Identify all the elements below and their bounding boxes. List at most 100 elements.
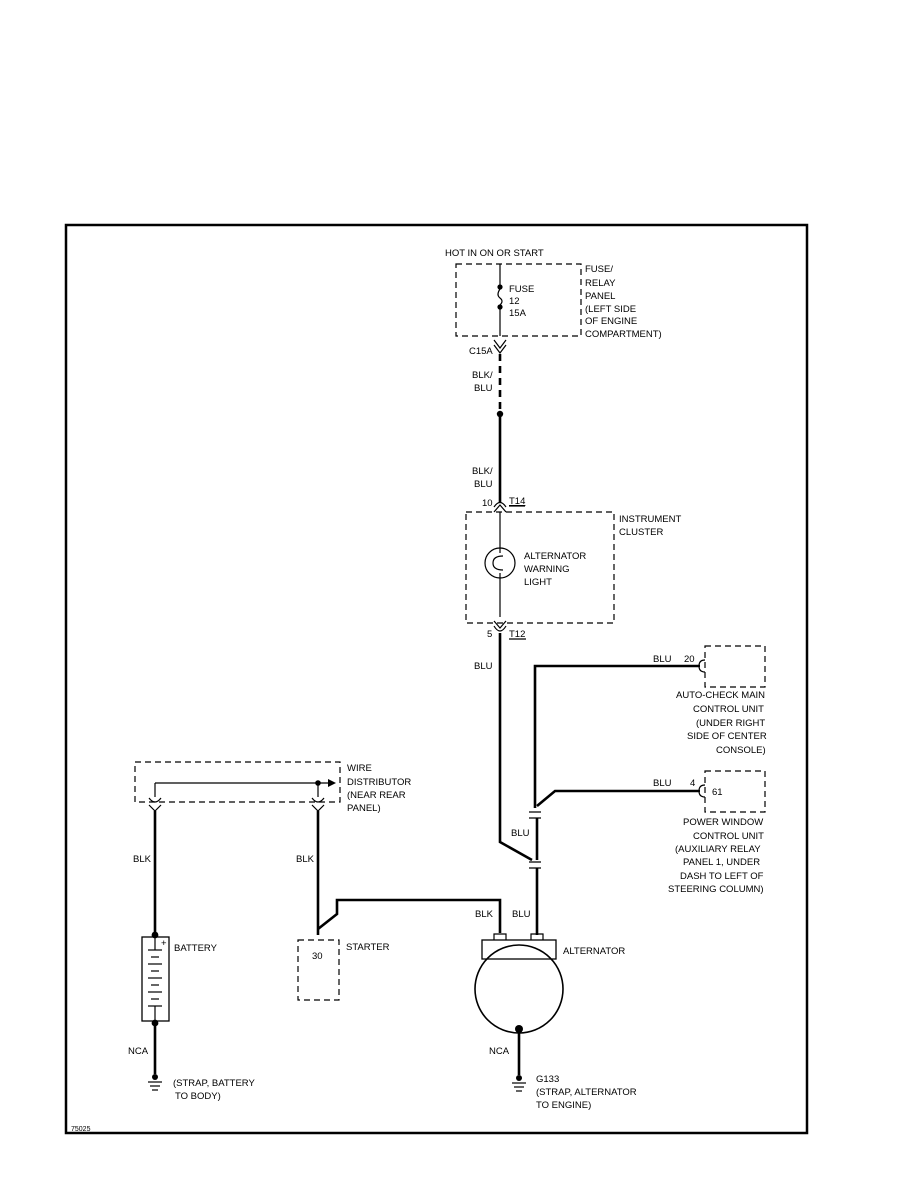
svg-text:STEERING COLUMN): STEERING COLUMN) — [668, 884, 764, 895]
svg-text:LIGHT: LIGHT — [524, 577, 552, 588]
wire-distributor-label: WIRE DISTRIBUTOR (NEAR REAR PANEL) — [347, 763, 411, 814]
splice-connector-lower — [529, 861, 541, 869]
svg-text:POWER WINDOW: POWER WINDOW — [683, 817, 763, 828]
battery-plus-label: + — [161, 938, 167, 949]
svg-text:OF ENGINE: OF ENGINE — [585, 316, 637, 327]
wire-color-label: BLU — [511, 828, 530, 839]
fuse-icon — [497, 288, 503, 306]
fuse-number: 12 — [509, 296, 520, 307]
svg-text:INSTRUMENT: INSTRUMENT — [619, 514, 681, 525]
svg-text:PANEL 1, UNDER: PANEL 1, UNDER — [683, 857, 760, 868]
fuse-terminal-top — [497, 284, 503, 290]
starter-label: STARTER — [346, 942, 390, 953]
connector-t14-label: T14 — [509, 496, 525, 507]
warning-lamp-label: ALTERNATOR WARNING LIGHT — [524, 551, 586, 588]
wire-color-label: NCA — [489, 1046, 510, 1057]
instrument-cluster-box — [465, 511, 615, 624]
alternator-label: ALTERNATOR — [563, 946, 625, 957]
blu-wire-cluster — [498, 633, 533, 862]
svg-text:(LEFT SIDE: (LEFT SIDE — [585, 304, 636, 315]
instrument-cluster: 10 T14 INSTRUMENT CLUSTER ALTERNATOR WAR… — [465, 496, 681, 640]
instrument-cluster-label: INSTRUMENT CLUSTER — [619, 514, 681, 538]
ground-icon — [512, 1075, 526, 1092]
power-window-branch: BLU 4 61 POWER WINDOW CONTROL UNIT (AUXI… — [536, 770, 766, 895]
connector-c15a-icon — [493, 339, 507, 349]
alternator: ALTERNATOR NCA G133 (STRAP, ALTERNATOR T… — [474, 933, 637, 1111]
terminal-61-label: 61 — [712, 787, 723, 798]
wire-distributor-box — [134, 761, 341, 803]
autocheck-branch: BLU 20 AUTO-CHECK MAIN CONTROL UNIT (UND… — [533, 645, 767, 808]
splice-connectors: BLU BLU — [511, 811, 541, 935]
wire-color-label: BLK/ — [472, 466, 493, 477]
wire-color-label: BLU — [474, 661, 493, 672]
alternator-icon — [474, 944, 564, 1034]
fuse-terminal-bottom — [497, 304, 503, 310]
wire-color-label: NCA — [128, 1046, 149, 1057]
svg-text:AUTO-CHECK MAIN: AUTO-CHECK MAIN — [676, 690, 765, 701]
power-window-unit-label: POWER WINDOW CONTROL UNIT (AUXILIARY REL… — [668, 817, 764, 895]
ground-icon — [148, 1074, 162, 1091]
wire-color-label: BLU — [653, 654, 672, 665]
fuse-relay-panel: HOT IN ON OR START FUSE 12 15A FUSE/ REL… — [445, 248, 662, 357]
alternator-ground-note: (STRAP, ALTERNATOR TO ENGINE) — [536, 1087, 637, 1111]
svg-text:(STRAP, BATTERY: (STRAP, BATTERY — [173, 1078, 255, 1089]
svg-text:CONTROL UNIT: CONTROL UNIT — [693, 704, 764, 715]
svg-text:(STRAP, ALTERNATOR: (STRAP, ALTERNATOR — [536, 1087, 637, 1098]
svg-text:CONSOLE): CONSOLE) — [716, 745, 766, 756]
wire-color-label: BLU — [474, 383, 493, 394]
terminal-30-label: 30 — [312, 951, 323, 962]
svg-text:TO ENGINE): TO ENGINE) — [536, 1100, 591, 1111]
starter-circuit: BLK BLK 30 STARTER — [296, 811, 502, 1001]
arrow-icon — [328, 779, 336, 787]
battery-label: BATTERY — [174, 943, 218, 954]
splice-connector-upper — [529, 811, 541, 819]
power-window-unit-box — [704, 770, 766, 813]
blu-wire-power-window — [536, 789, 700, 807]
svg-text:DASH TO LEFT OF: DASH TO LEFT OF — [680, 871, 764, 882]
starter-box — [297, 939, 340, 1001]
svg-text:COMPARTMENT): COMPARTMENT) — [585, 329, 662, 340]
diagram-frame — [64, 223, 809, 1135]
svg-text:(NEAR REAR: (NEAR REAR — [347, 790, 406, 801]
svg-text:PANEL): PANEL) — [347, 803, 381, 814]
connector-t14-icon — [493, 501, 507, 508]
svg-text:WIRE: WIRE — [347, 763, 372, 774]
svg-text:FUSE/: FUSE/ — [585, 264, 613, 275]
wire-color-label: BLK — [133, 854, 152, 865]
svg-text:TO BODY): TO BODY) — [175, 1091, 221, 1102]
wire-color-label: BLK/ — [472, 370, 493, 381]
battery-circuit: BLK + _ BATTERY NCA (STRAP, BATTERY TO B… — [128, 811, 255, 1102]
blu-wire-autocheck — [533, 664, 700, 808]
hot-in-on-or-start-label: HOT IN ON OR START — [445, 248, 544, 259]
svg-text:PANEL: PANEL — [585, 291, 615, 302]
svg-text:RELAY: RELAY — [585, 278, 616, 289]
blk-blu-circuit: BLK/ BLU BLK/ BLU — [472, 354, 504, 502]
pin-4-label: 4 — [690, 778, 695, 789]
wire-distributor: WIRE DISTRIBUTOR (NEAR REAR PANEL) — [134, 761, 411, 814]
svg-text:(AUXILIARY RELAY: (AUXILIARY RELAY — [675, 844, 761, 855]
diagram-id-label: 75025 — [71, 1126, 91, 1133]
fuse-label: FUSE — [509, 284, 534, 295]
svg-text:(UNDER RIGHT: (UNDER RIGHT — [696, 718, 765, 729]
connector-t12-label: T12 — [509, 629, 525, 640]
battery-minus-label: _ — [160, 1011, 167, 1022]
ground-g133-label: G133 — [536, 1074, 559, 1085]
fuse-rating: 15A — [509, 308, 527, 319]
wire-color-label: BLK — [296, 854, 315, 865]
battery-ground-note: (STRAP, BATTERY TO BODY) — [173, 1078, 255, 1102]
wire-color-label: BLU — [474, 479, 493, 490]
svg-text:SIDE OF CENTER: SIDE OF CENTER — [687, 731, 767, 742]
svg-text:CONTROL UNIT: CONTROL UNIT — [693, 831, 764, 842]
alternator-terminal-block — [481, 939, 557, 960]
svg-text:ALTERNATOR: ALTERNATOR — [524, 551, 586, 562]
svg-text:CLUSTER: CLUSTER — [619, 527, 663, 538]
autocheck-unit-box — [704, 645, 766, 688]
connector-t12-icon — [493, 620, 507, 629]
pin-10-label: 10 — [482, 498, 493, 509]
fuse-panel-label: FUSE/ RELAY PANEL (LEFT SIDE OF ENGINE C… — [585, 264, 662, 340]
pin-5-label: 5 — [487, 629, 492, 640]
autocheck-unit-label: AUTO-CHECK MAIN CONTROL UNIT (UNDER RIGH… — [676, 690, 767, 756]
connector-c15a-label: C15A — [469, 346, 493, 357]
pin-20-label: 20 — [684, 654, 695, 665]
